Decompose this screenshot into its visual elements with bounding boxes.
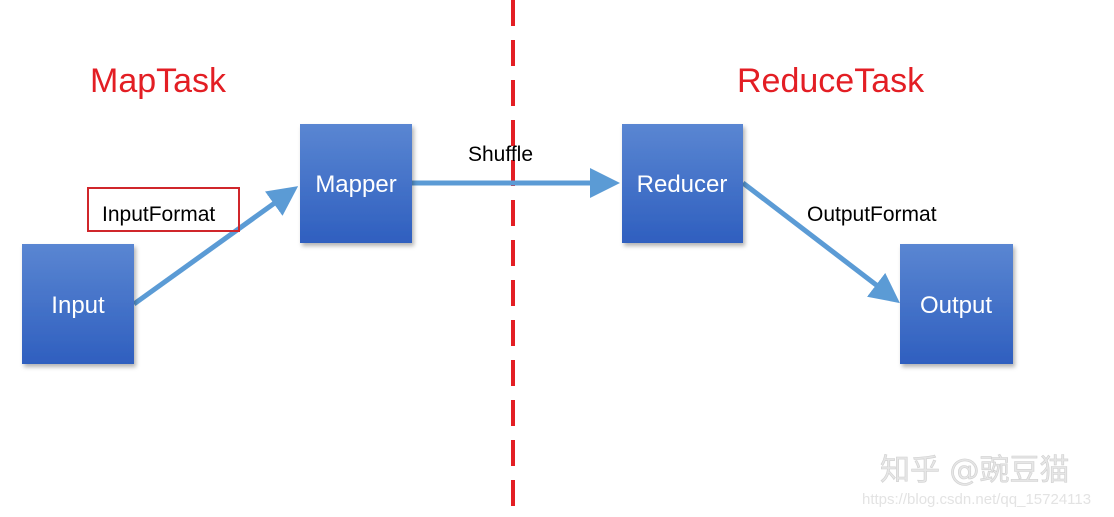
inputformat-highlight-box <box>87 187 240 232</box>
node-reducer: Reducer <box>622 124 743 243</box>
node-mapper-label: Mapper <box>315 171 396 198</box>
watermark-zhihu: 知乎 @豌豆猫 <box>880 453 1070 488</box>
node-mapper: Mapper <box>300 124 412 243</box>
input-to-mapper-arrow <box>132 186 299 307</box>
node-output-label: Output <box>920 292 992 319</box>
node-output: Output <box>900 244 1013 364</box>
outputformat-label: OutputFormat <box>807 203 937 226</box>
maptask-label: MapTask <box>90 62 227 100</box>
node-reducer-label: Reducer <box>637 171 728 198</box>
node-input: Input <box>22 244 134 364</box>
reducetask-label: ReduceTask <box>737 62 925 100</box>
inputformat-label: InputFormat <box>102 203 215 226</box>
node-input-label: Input <box>51 292 105 319</box>
shuffle-label: Shuffle <box>468 143 533 166</box>
watermark-url: https://blog.csdn.net/qq_15724113 <box>862 491 1091 508</box>
reducer-to-output-arrow <box>741 181 900 304</box>
